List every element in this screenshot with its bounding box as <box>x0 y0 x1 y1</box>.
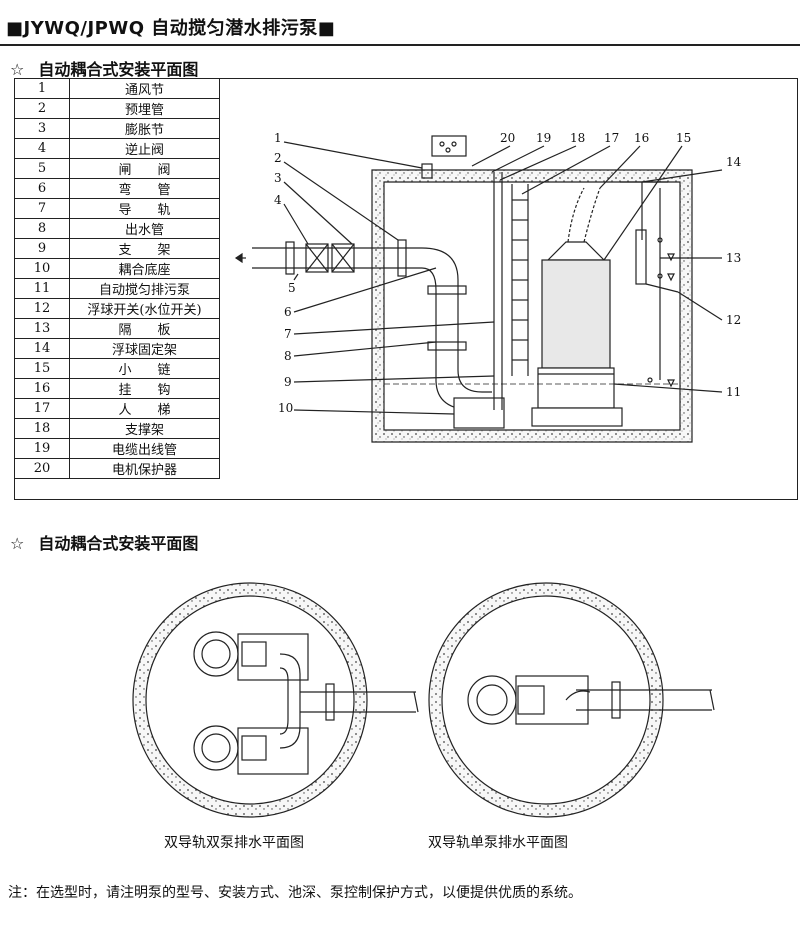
installation-elevation-diagram: 1 2 3 4 5 6 7 8 9 10 11 12 13 14 15 16 1… <box>234 131 742 443</box>
legend-part-name: 隔 板 <box>69 318 220 339</box>
callout-16: 16 <box>634 131 649 145</box>
callout-7: 7 <box>284 327 292 341</box>
section-title-plan-view: ☆ 自动耦合式安装平面图 <box>10 530 198 554</box>
section-title-text: 自动耦合式安装平面图 <box>38 534 199 553</box>
legend-number: 11 <box>14 278 70 299</box>
caption-double-pump: 双导轨双泵排水平面图 <box>164 835 304 851</box>
legend-number: 13 <box>14 318 70 339</box>
legend-part-name: 通风节 <box>69 78 220 99</box>
callout-14: 14 <box>726 155 742 169</box>
legend-number: 4 <box>14 138 70 159</box>
single-pump-plan-diagram <box>428 582 715 818</box>
callout-10: 10 <box>278 401 293 415</box>
legend-number: 8 <box>14 218 70 239</box>
callout-15: 15 <box>676 131 691 145</box>
legend-number: 2 <box>14 98 70 119</box>
callout-18: 18 <box>570 131 585 145</box>
star-icon: ☆ <box>10 534 25 553</box>
legend-number: 15 <box>14 358 70 379</box>
callout-5: 5 <box>288 281 296 295</box>
legend-number: 10 <box>14 258 70 279</box>
legend-part-name: 人 梯 <box>69 398 220 419</box>
callout-1: 1 <box>274 131 282 145</box>
caption-single-pump: 双导轨单泵排水平面图 <box>428 835 568 851</box>
star-icon: ☆ <box>10 60 25 79</box>
legend-number: 12 <box>14 298 70 319</box>
header-bar: ■JYWQ/JPWQ 自动搅匀潜水排污泵■ <box>0 0 800 48</box>
legend-part-name: 小 链 <box>69 358 220 379</box>
legend-number: 5 <box>14 158 70 179</box>
callout-11: 11 <box>726 385 741 399</box>
legend-number: 7 <box>14 198 70 219</box>
legend-part-name: 自动搅匀排污泵 <box>69 278 220 299</box>
callout-13: 13 <box>726 251 741 265</box>
callout-9: 9 <box>284 375 292 389</box>
legend-number: 9 <box>14 238 70 259</box>
legend-number: 19 <box>14 438 70 459</box>
legend-number: 16 <box>14 378 70 399</box>
legend-part-name: 膨胀节 <box>69 118 220 139</box>
legend-part-name: 闸 阀 <box>69 158 220 179</box>
section-title-text: 自动耦合式安装平面图 <box>38 60 199 79</box>
selection-note: 注：在选型时，请注明泵的型号、安装方式、池深、泵控制保护方式，以便提供优质的系统… <box>8 885 582 901</box>
legend-number: 14 <box>14 338 70 359</box>
callout-6: 6 <box>284 305 292 319</box>
section-title-install-elevation: ☆ 自动耦合式安装平面图 <box>10 56 198 80</box>
callout-19: 19 <box>536 131 551 145</box>
legend-part-name: 电缆出线管 <box>69 438 220 459</box>
callout-20: 20 <box>500 131 515 145</box>
callout-12: 12 <box>726 313 741 327</box>
legend-number: 6 <box>14 178 70 199</box>
header-rule <box>0 44 800 46</box>
legend-part-name: 挂 钩 <box>69 378 220 399</box>
legend-part-name: 出水管 <box>69 218 220 239</box>
legend-part-name: 耦合底座 <box>69 258 220 279</box>
legend-number: 17 <box>14 398 70 419</box>
double-pump-plan-diagram <box>132 582 419 818</box>
callout-8: 8 <box>284 349 292 363</box>
legend-part-name: 支 架 <box>69 238 220 259</box>
page-title: ■JYWQ/JPWQ 自动搅匀潜水排污泵■ <box>6 18 336 39</box>
legend-part-name: 电机保护器 <box>69 458 220 479</box>
legend-part-name: 导 轨 <box>69 198 220 219</box>
legend-number: 20 <box>14 458 70 479</box>
callout-2: 2 <box>274 151 282 165</box>
callout-17: 17 <box>604 131 619 145</box>
legend-part-name: 浮球开关(水位开关) <box>69 298 220 319</box>
legend-part-name: 弯 管 <box>69 178 220 199</box>
legend-number: 3 <box>14 118 70 139</box>
legend-part-name: 支撑架 <box>69 418 220 439</box>
legend-part-name: 浮球固定架 <box>69 338 220 359</box>
callout-4: 4 <box>274 193 282 207</box>
legend-number: 18 <box>14 418 70 439</box>
callout-3: 3 <box>274 171 282 185</box>
legend-number: 1 <box>14 78 70 99</box>
legend-part-name: 逆止阀 <box>69 138 220 159</box>
legend-part-name: 预埋管 <box>69 98 220 119</box>
